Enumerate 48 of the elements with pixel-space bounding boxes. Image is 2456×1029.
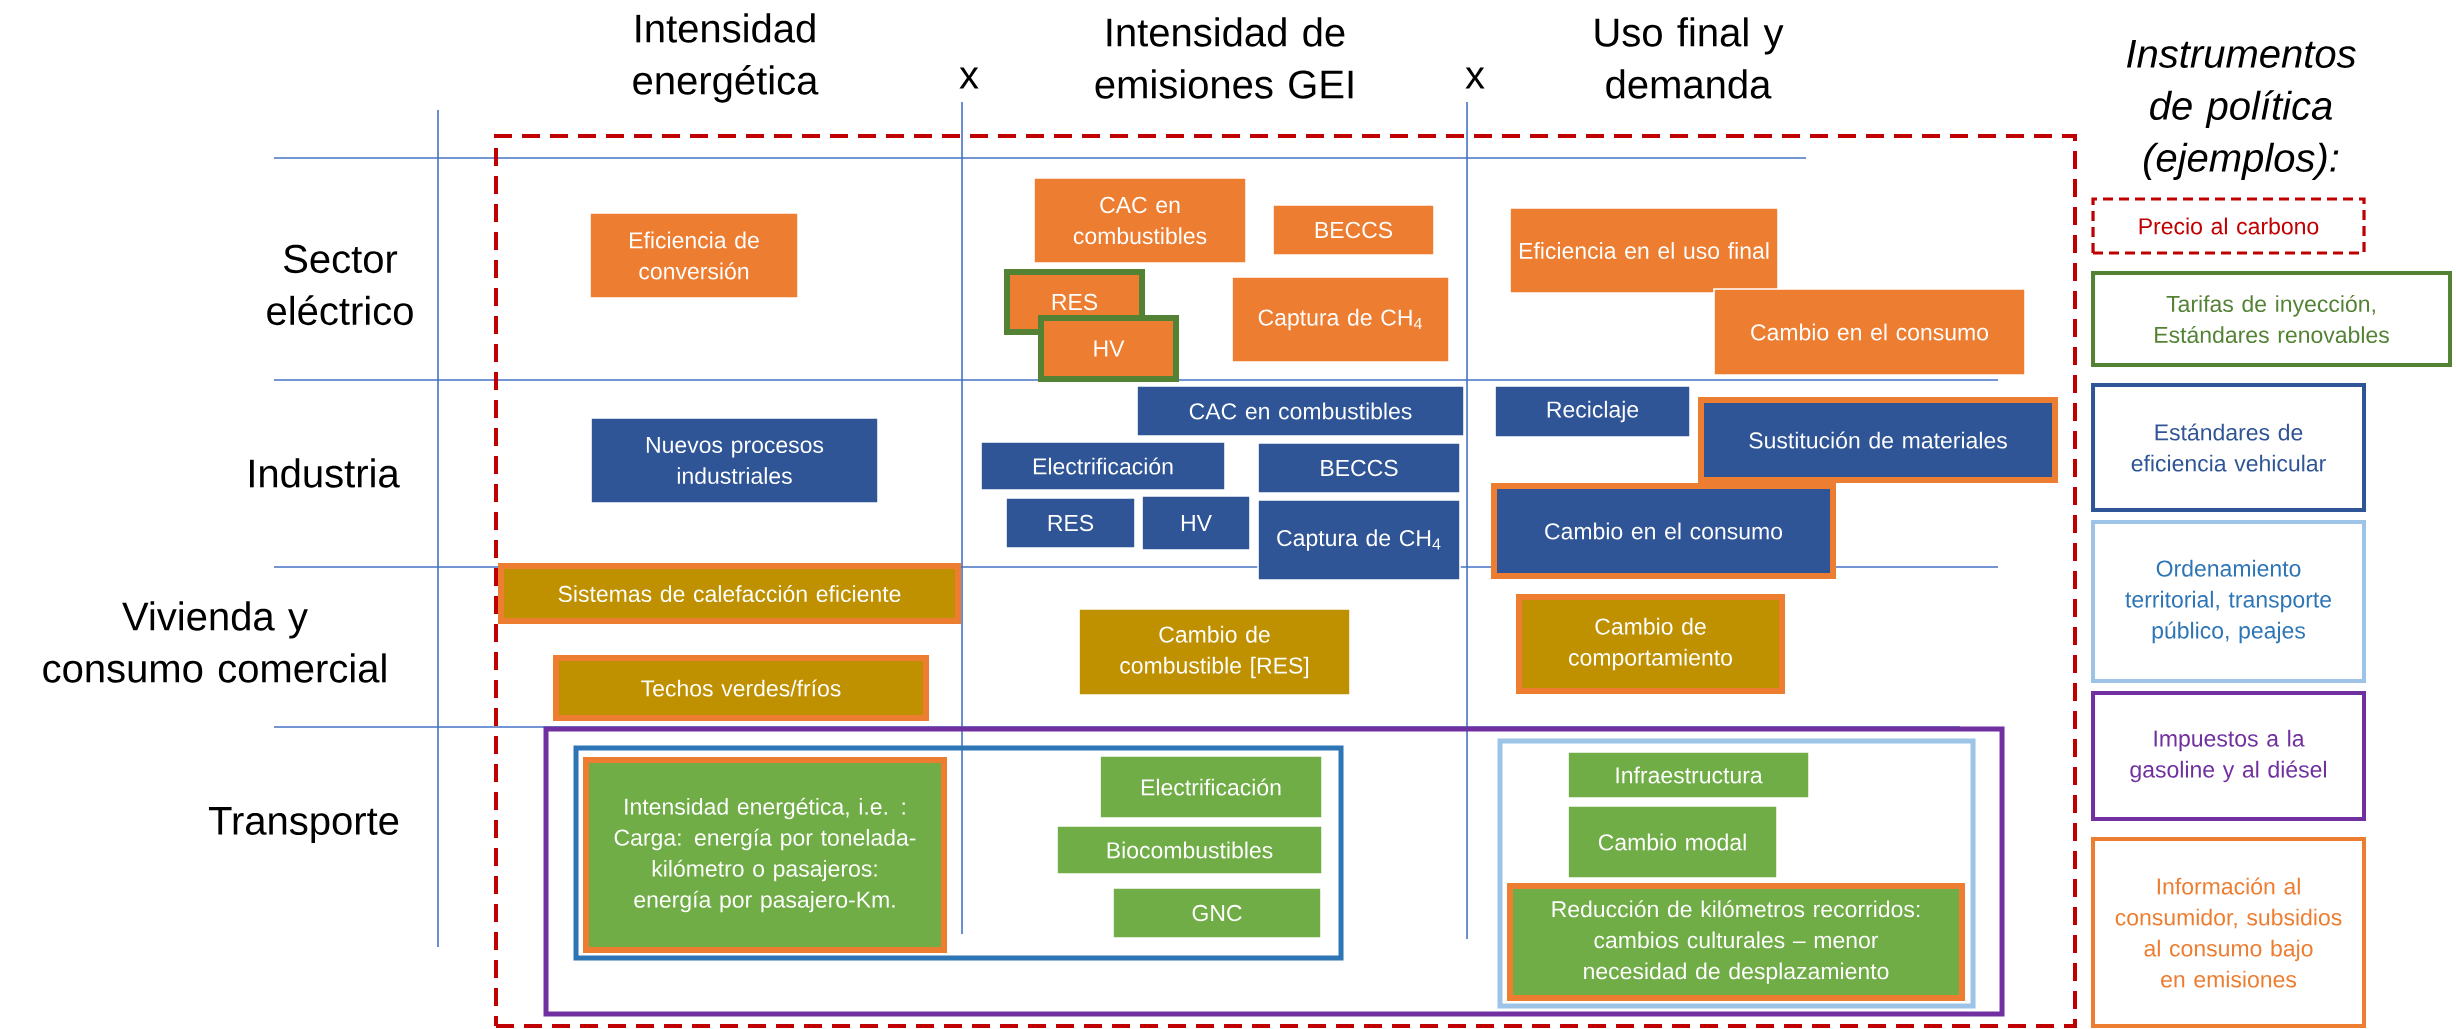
instrument-box: Tarifas de inyección, Estándares renovables [2091,271,2453,367]
outline-frame [494,134,2077,1028]
measure-box: Eficiencia en el uso final [1509,207,1779,294]
measure-box: Cambio de comportamiento [1516,594,1785,694]
measure-box: Reciclaje [1494,385,1691,438]
measure-box: Infraestructura [1567,751,1810,799]
column-heading: Intensidad de emisiones GEI [1095,17,1353,99]
row-heading: Transporte [208,807,399,843]
measure-box: Captura de CH$_{4}$ [1257,499,1461,581]
measure-box: Techos verdes/fríos [553,655,929,721]
outline-frame [543,726,2005,1017]
row-heading: Vivienda y consumo comercial [43,601,386,683]
measure-box: GNC [1112,887,1322,939]
measure-box: Captura de CH$_{4}$ [1231,276,1450,363]
measure-box: Nuevos procesos industriales [590,417,879,504]
multiply-sign: x [1465,67,1485,89]
measure-box: Eficiencia de conversión [589,212,799,299]
measure-box: Sistemas de calefacción eficiente [498,563,961,624]
legend-title: Instrumentos de política (ejemplos): [2127,40,2356,180]
measure-box: Reducción de kilómetros recorridos: cambios culturales – menor necesidad de desplazamiento [1507,883,1965,1001]
measure-box: Intensidad energética, i.e. : Carga: energía por tonelada-kilómetro o pasajeros: energía por pasajero-Km. [583,757,947,953]
measure-box: Cambio de combustible [RES] [1078,608,1351,696]
measure-box: Cambio en el consumo [1713,288,2026,376]
instrument-box: Impuestos a la gasoline y al diésel [2091,691,2366,821]
measure-box: CAC en combustibles [1033,177,1247,264]
row-heading: Industria [250,458,400,488]
outline-frame [1497,738,1976,1009]
measure-box: BECCS [1272,204,1435,256]
instrument-box: Estándares de eficiencia vehicular [2091,383,2366,512]
measure-box: BECCS [1257,442,1461,494]
measure-box: HV [1141,495,1251,551]
measure-box: Cambio en el consumo [1491,483,1836,579]
instrument-box: Precio al carbono [2091,197,2366,255]
multiply-sign: x [959,67,979,89]
measure-box: HV [1038,315,1179,382]
measure-box: CAC en combustibles [1136,385,1465,437]
row-heading: Sector eléctrico [267,244,413,326]
measure-box: Cambio modal [1567,805,1778,879]
column-heading: Intensidad energética [633,13,819,103]
measure-box: Electrificación [980,441,1226,491]
measure-box: Biocombustibles [1056,825,1323,875]
outline-frame [573,745,1344,961]
instrument-box: Ordenamiento territorial, transporte público, peajes [2091,520,2366,683]
column-heading: Uso final y demanda [1595,17,1784,99]
instrument-box: Información al consumidor, subsidios al consumo bajo en emisiones [2091,837,2366,1028]
measure-box: Electrificación [1099,755,1323,819]
measure-box: RES [1005,497,1136,549]
measure-box: Sustitución de materiales [1698,397,2059,483]
